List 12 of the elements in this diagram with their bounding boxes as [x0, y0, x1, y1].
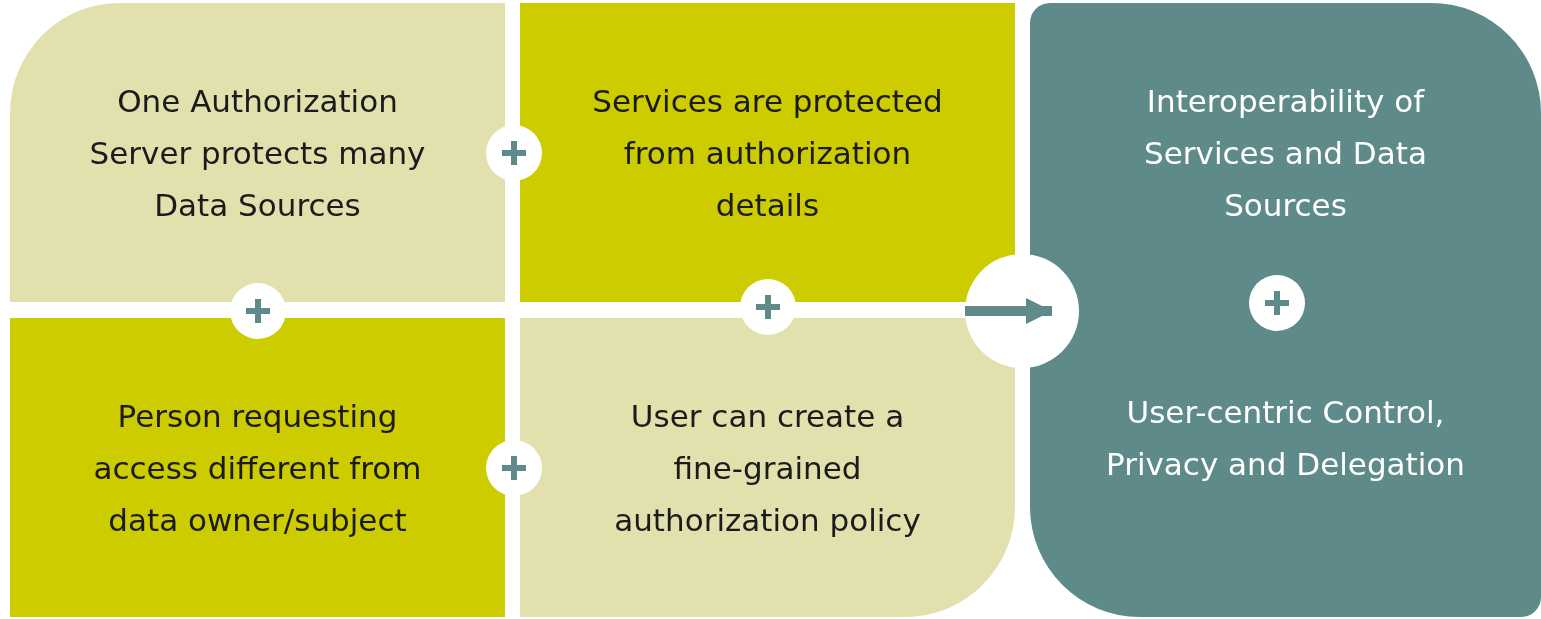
arrow	[965, 298, 1052, 324]
card-text: Interoperability of Services and Data Sources	[1143, 82, 1428, 225]
outcome-panel	[1030, 3, 1541, 617]
quadrant-card	[10, 318, 505, 617]
card-text: Person requesting access different from data owner/subject	[92, 397, 423, 540]
card-text: User can create a fine-grained authorization policy	[613, 397, 922, 540]
quadrant-card	[520, 318, 1015, 617]
card-text: Services are protected from authorization details	[591, 82, 944, 225]
quadrant-card	[520, 3, 1015, 302]
card-text: User-centric Control, Privacy and Delegation	[1105, 393, 1466, 484]
card-text: One Authorization Server protects many Data Sources	[88, 82, 427, 225]
quadrant-card	[10, 3, 505, 302]
